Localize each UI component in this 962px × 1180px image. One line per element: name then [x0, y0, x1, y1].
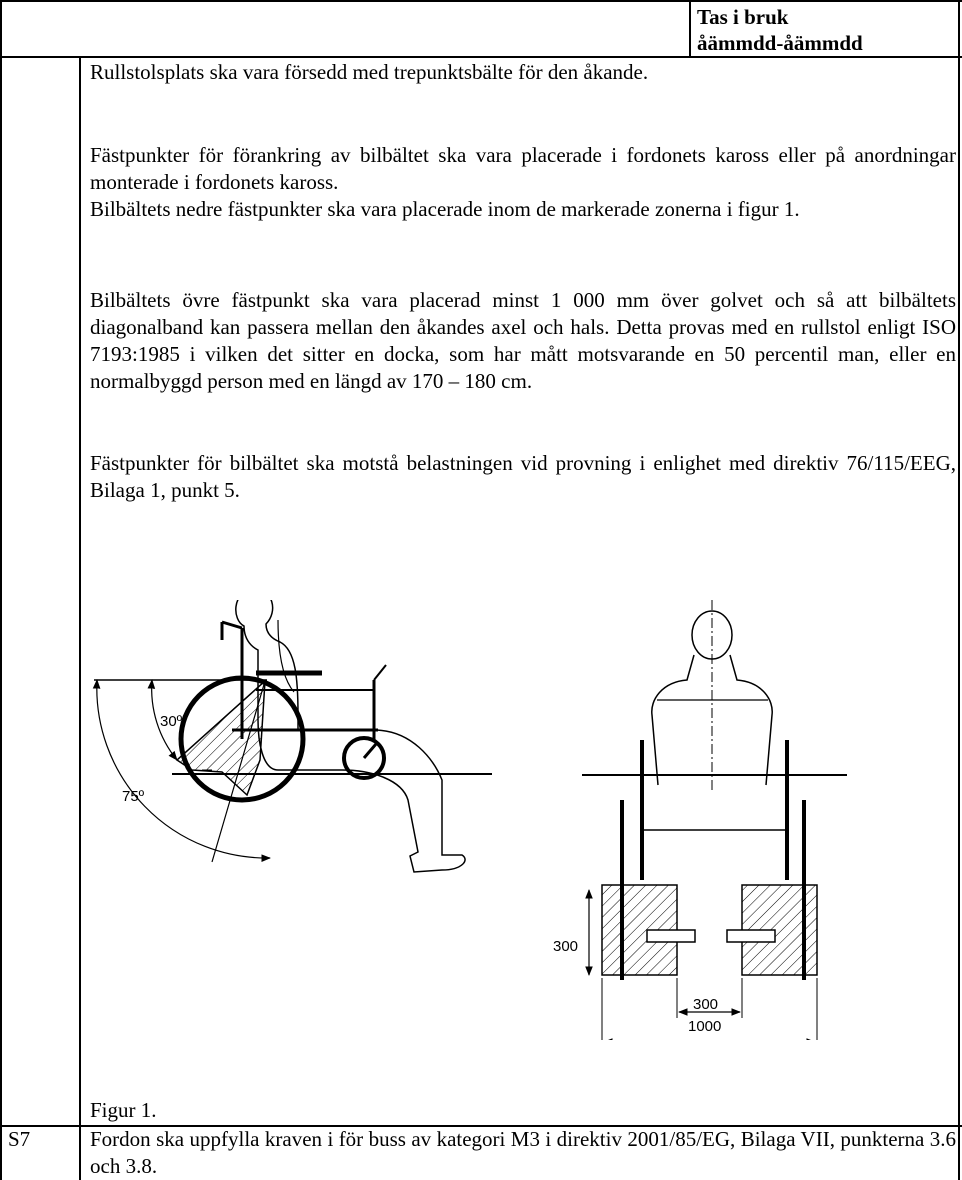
valid-from-line2: åämmdd-åämmdd: [697, 31, 863, 55]
wheelchair-anchorage-figure: 30º 75º: [92, 600, 847, 1040]
figure-caption: Figur 1.: [90, 1098, 157, 1122]
angle-75-label: 75º: [122, 788, 145, 805]
front-view-wheelchair: [582, 600, 847, 1040]
table-right-border: [958, 0, 960, 1180]
table-top-border: [0, 0, 962, 2]
paragraph-5: Fästpunkter för bilbältet ska motstå bel…: [90, 451, 956, 502]
header-divider: [689, 0, 691, 58]
paragraph-1: Rullstolsplats ska vara försedd med trep…: [90, 60, 649, 84]
header-bottom-border: [0, 56, 962, 58]
dim-300-width-label: 300: [693, 996, 719, 1013]
s7-text: Fordon ska uppfylla kraven i för buss av…: [90, 1127, 956, 1178]
row-s7-top-border: [0, 1125, 962, 1127]
paragraph-3: Bilbältets nedre fästpunkter ska vara pl…: [90, 197, 800, 221]
angle-30-label: 30º: [160, 713, 183, 730]
dim-300-height-label: 300: [553, 938, 579, 955]
code-column-divider: [79, 56, 81, 1180]
valid-from-line1: Tas i bruk: [697, 5, 789, 29]
valid-from-heading: Tas i bruk åämmdd-åämmdd: [697, 4, 863, 56]
table-left-border: [0, 0, 2, 1180]
paragraph-2: Fästpunkter för förankring av bilbältet …: [90, 143, 956, 194]
dim-1000-label: 1000: [688, 1018, 722, 1035]
s7-code: S7: [8, 1127, 31, 1151]
paragraph-4: Bilbältets övre fästpunkt ska vara place…: [90, 288, 956, 393]
side-view-wheelchair: [92, 600, 492, 873]
